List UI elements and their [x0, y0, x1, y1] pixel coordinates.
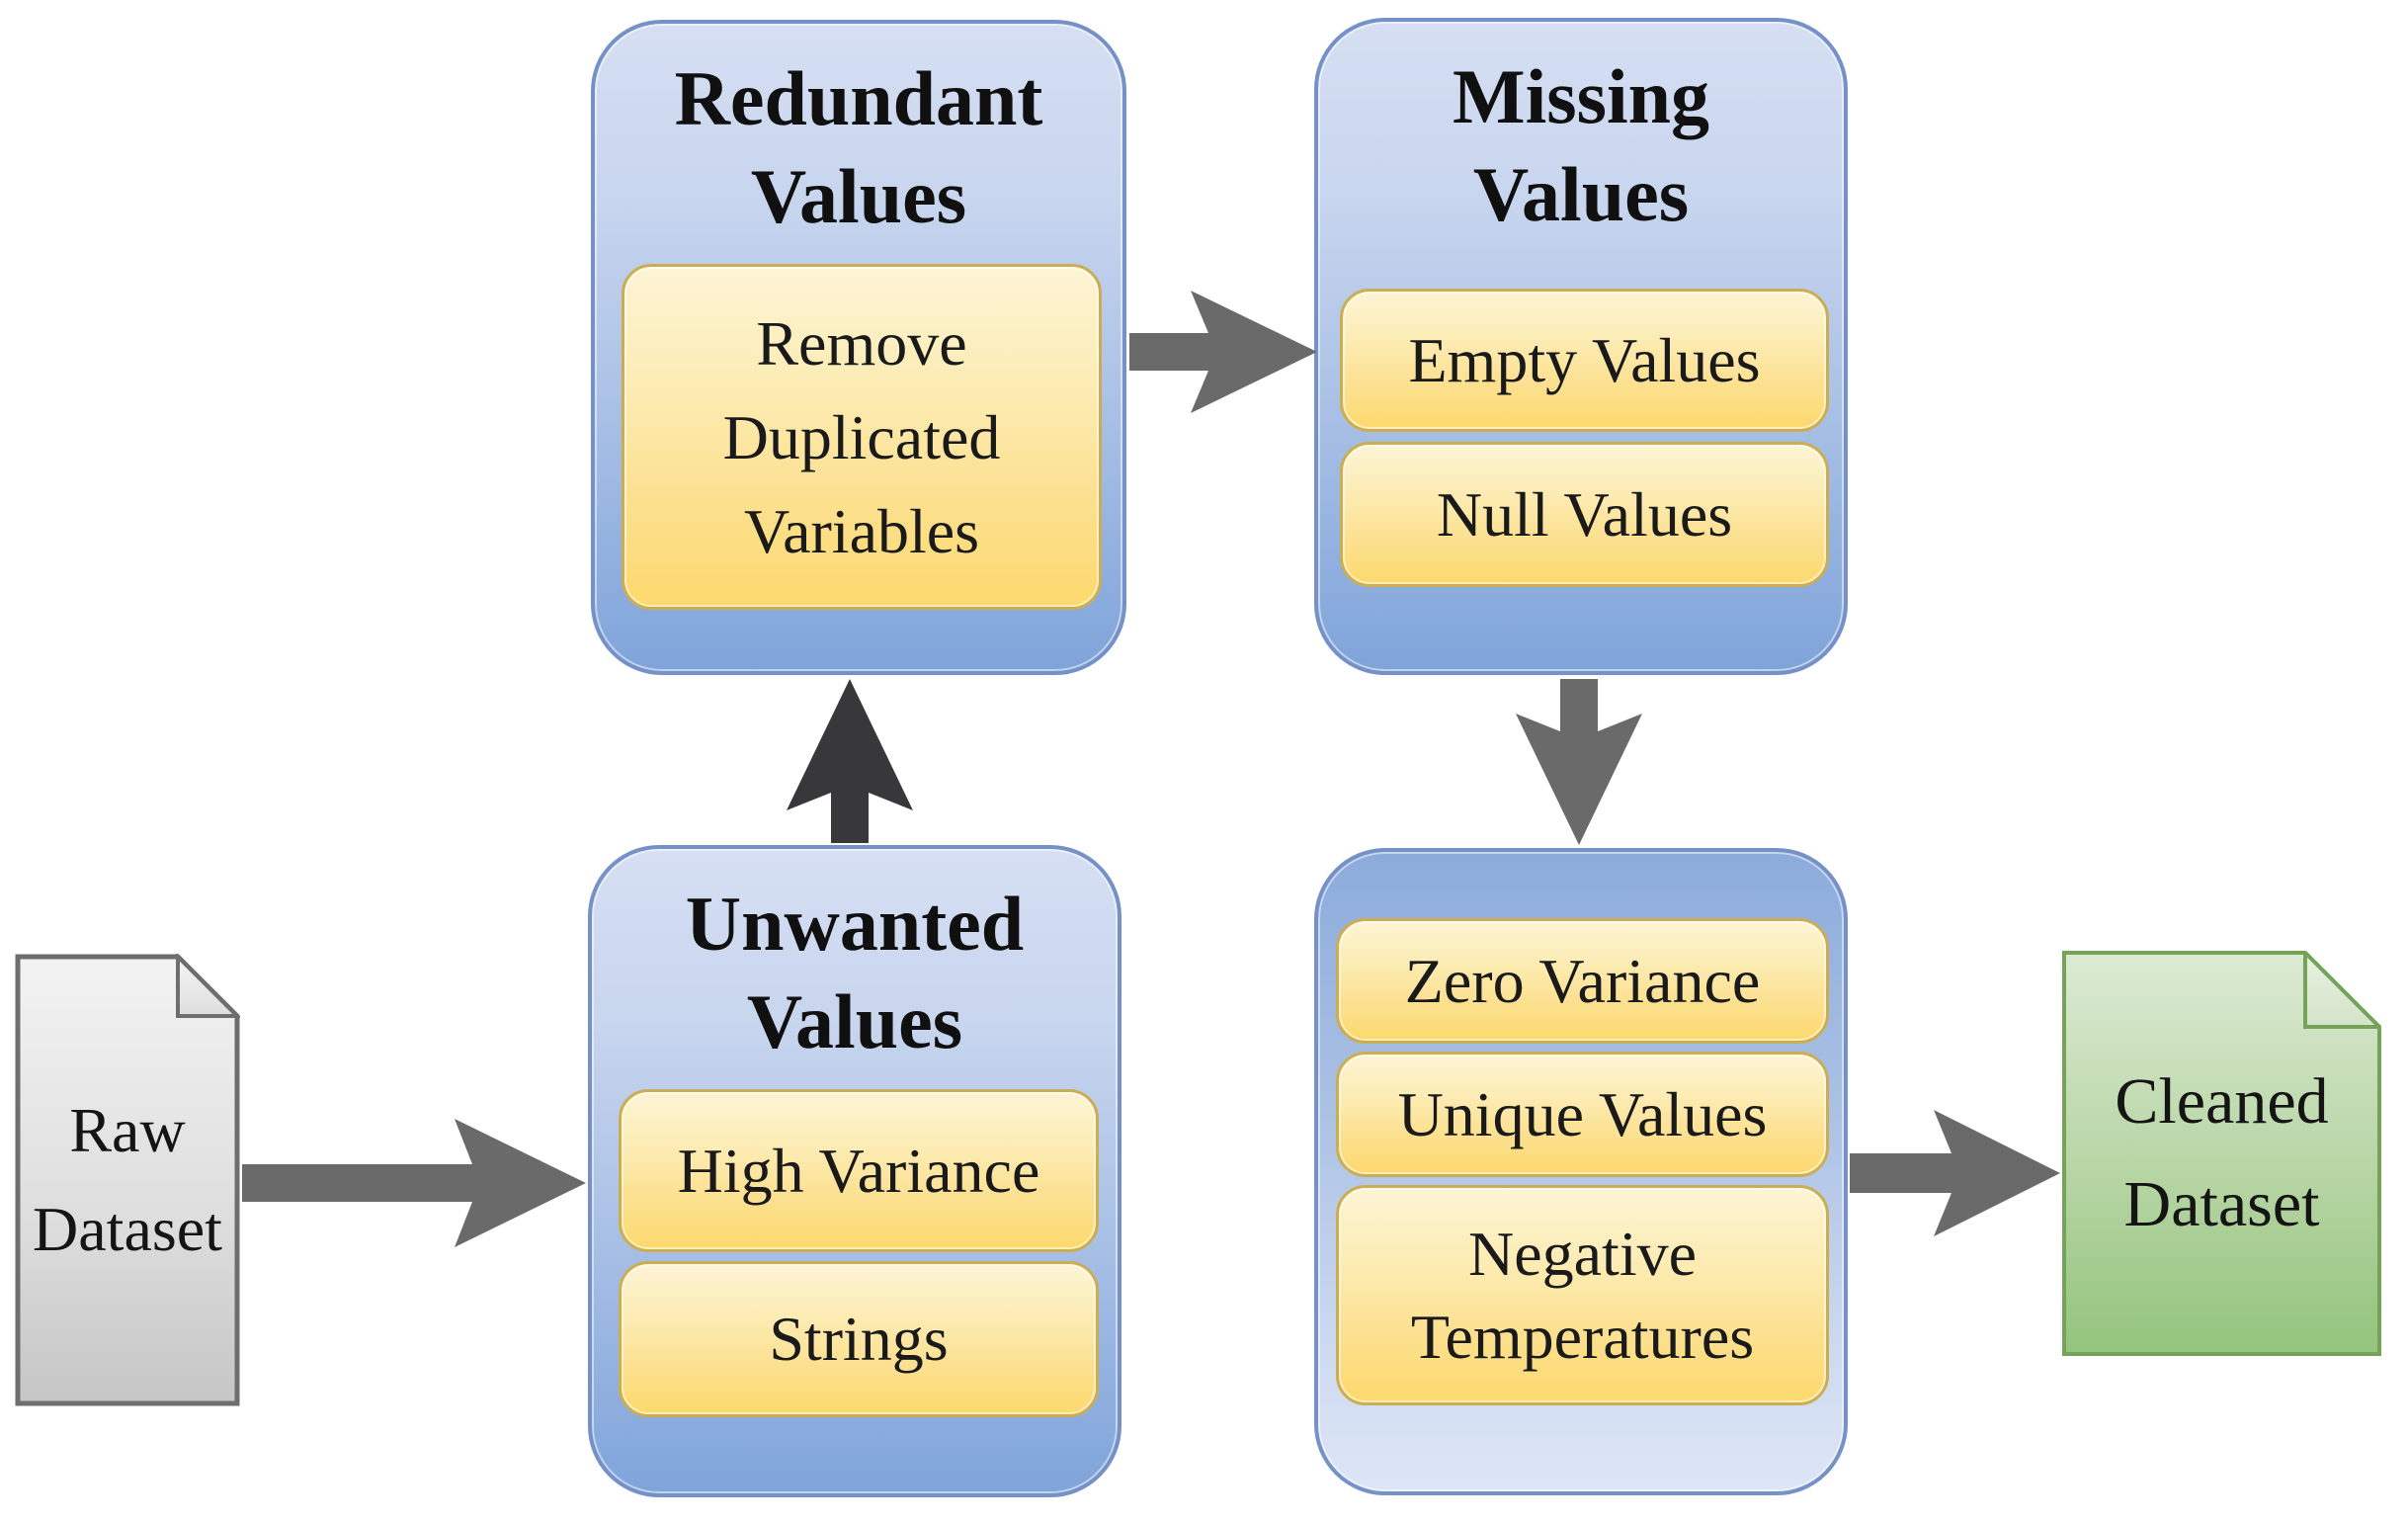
cleaned-dataset-document-icon [2062, 951, 2381, 1356]
redundant-values-title: Redundant Values [674, 55, 1043, 239]
node-redundant-values: Redundant Values Remove Duplicated Varia… [591, 20, 1126, 675]
node-high-variance: High Variance [619, 1089, 1099, 1252]
node-remove-duplicated-variables: Remove Duplicated Variables [622, 264, 1102, 610]
cleaned-dataset-label: Cleaned Dataset [2115, 1065, 2329, 1240]
node-empty-values: Empty Values [1340, 289, 1829, 432]
node-zero-variance: Zero Variance [1336, 918, 1829, 1044]
arrow-unwanted-to-redundant [787, 679, 913, 843]
node-unique-values: Unique Values [1336, 1052, 1829, 1177]
node-raw-dataset: Raw Dataset [15, 954, 240, 1406]
arrow-missing-to-handling [1516, 679, 1642, 845]
arrow-handling-to-cleaned [1850, 1110, 2060, 1236]
node-missing-values: Missing Values Empty Values Null Values [1314, 18, 1848, 675]
raw-dataset-document-icon [15, 954, 240, 1406]
missing-values-title: Missing Values [1452, 53, 1710, 237]
node-unwanted-values: Unwanted Values High Variance Strings [588, 845, 1121, 1497]
node-null-values: Null Values [1340, 442, 1829, 587]
raw-dataset-label: Raw Dataset [33, 1095, 222, 1264]
arrow-redundant-to-missing [1129, 291, 1317, 413]
node-strings: Strings [619, 1261, 1099, 1417]
node-negative-temperatures: Negative Temperatures [1336, 1185, 1829, 1405]
node-handling-values: Zero Variance Unique Values Negative Tem… [1314, 848, 1848, 1495]
node-cleaned-dataset: Cleaned Dataset [2062, 951, 2381, 1356]
arrow-raw-to-unwanted [242, 1119, 586, 1247]
unwanted-values-title: Unwanted Values [685, 881, 1025, 1064]
